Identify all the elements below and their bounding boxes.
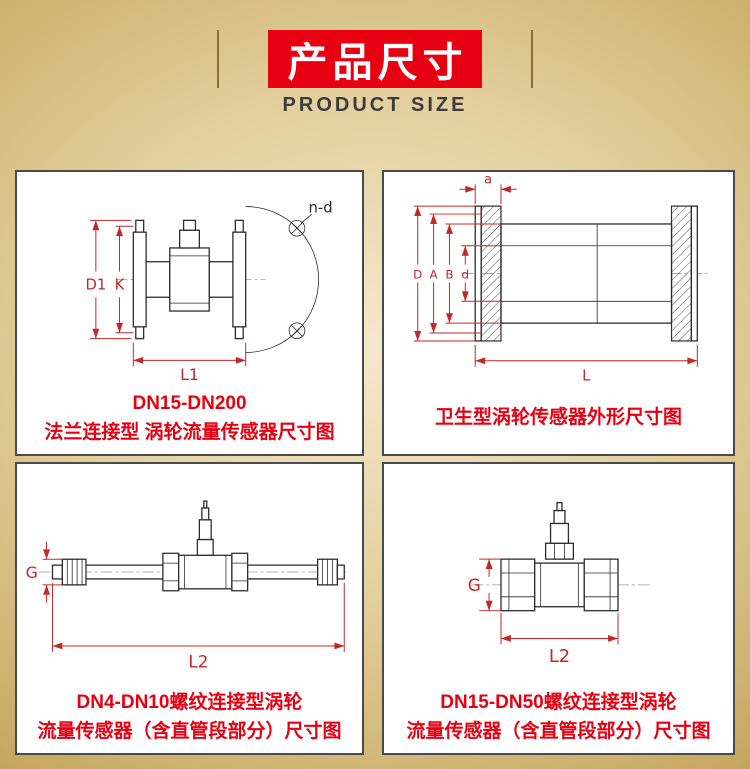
bolt-count-label: n-d xyxy=(309,199,333,216)
thread-small-drawing: G L2 xyxy=(26,500,347,672)
sanitary-sensor-body xyxy=(474,205,698,342)
sanitary-sensor-drawing-area: a D A xyxy=(384,172,733,386)
thread-small-caption-line2: 流量传感器（含直管段部分）尺寸图 xyxy=(37,721,342,742)
thread-large-caption-line2: 流量传感器（含直管段部分）尺寸图 xyxy=(406,721,711,742)
page-title: 产品尺寸 xyxy=(287,41,468,85)
flange-caption-line1: DN15-DN200 xyxy=(132,392,247,414)
thread-small-caption-line1: DN4-DN10螺纹连接型涡轮 xyxy=(76,691,303,713)
sanitary-caption-line1: 卫生型涡轮传感器外形尺寸图 xyxy=(434,407,682,429)
bolt-circle-view: n-d xyxy=(245,199,333,353)
dim-label-L2: L2 xyxy=(549,646,570,667)
thread-large-amplifier-stack xyxy=(544,501,575,560)
flange-sensor-body xyxy=(132,219,247,340)
panel-thread-small-sensor: G L2 DN4-DN10螺纹连接型涡轮 流量传感器（含直管段部分）尺寸图 xyxy=(15,462,364,755)
dimension-L1: L1 xyxy=(132,342,247,384)
flange-caption: DN15-DN200 法兰连接型 涡轮流量传感器尺寸图 xyxy=(17,386,362,454)
dimension-D1: D1 xyxy=(85,219,132,340)
dimension-a: a xyxy=(459,172,517,205)
panel-thread-large-sensor: G L2 DN15-DN50螺纹连接型涡轮 流量传感器（含直管段部分）尺寸图 xyxy=(382,462,735,755)
thread-large-body xyxy=(500,558,619,612)
dimension-B: B xyxy=(445,223,501,324)
dimension-L2: L2 xyxy=(500,612,619,667)
dim-label-L1: L1 xyxy=(180,365,199,384)
thread-small-amplifier-stack xyxy=(196,500,214,556)
page-subtitle: PRODUCT SIZE xyxy=(282,94,468,116)
dim-label-D: D xyxy=(413,268,422,282)
sanitary-caption: 卫生型涡轮传感器外形尺寸图 xyxy=(384,386,733,454)
dimension-A: A xyxy=(430,213,482,334)
dimension-K: K xyxy=(115,225,134,334)
thread-small-body xyxy=(51,552,345,592)
dim-label-D1: D1 xyxy=(85,276,106,293)
title-banner: 产品尺寸 xyxy=(268,30,482,88)
decor-line-left xyxy=(217,30,219,88)
thread-large-caption: DN15-DN50螺纹连接型涡轮 流量传感器（含直管段部分）尺寸图 xyxy=(384,685,733,753)
panel-flange-sensor: n-d D1 K xyxy=(15,170,364,456)
dimension-G: G xyxy=(468,558,501,612)
flange-caption-line2: 法兰连接型 涡轮流量传感器尺寸图 xyxy=(44,422,335,443)
flange-sensor-drawing: n-d D1 K xyxy=(85,199,333,384)
dim-label-a: a xyxy=(484,172,492,187)
decor-line-right xyxy=(531,30,533,88)
thread-small-caption: DN4-DN10螺纹连接型涡轮 流量传感器（含直管段部分）尺寸图 xyxy=(17,685,362,753)
dim-label-K: K xyxy=(115,276,125,293)
dimension-L: L xyxy=(474,344,698,385)
dim-label-d: d xyxy=(462,268,470,282)
dimension-G: G xyxy=(26,541,63,603)
dimension-D: D xyxy=(413,205,476,342)
dim-label-G: G xyxy=(468,575,481,595)
dim-label-G: G xyxy=(26,563,38,582)
thread-large-drawing: G L2 xyxy=(468,501,650,667)
dim-label-L: L xyxy=(582,367,591,385)
thread-large-drawing-area: G L2 xyxy=(384,464,733,685)
flange-sensor-drawing-area: n-d D1 K xyxy=(17,172,362,386)
panel-sanitary-sensor: a D A xyxy=(382,170,735,456)
thread-large-caption-line1: DN15-DN50螺纹连接型涡轮 xyxy=(440,691,677,713)
sanitary-sensor-drawing: a D A xyxy=(413,172,708,385)
dim-label-B: B xyxy=(445,268,453,282)
dim-label-L2: L2 xyxy=(188,652,208,672)
thread-small-drawing-area: G L2 xyxy=(17,464,362,685)
dimension-L2: L2 xyxy=(51,582,345,672)
dimension-d: d xyxy=(461,245,501,302)
dim-label-A: A xyxy=(430,268,439,282)
